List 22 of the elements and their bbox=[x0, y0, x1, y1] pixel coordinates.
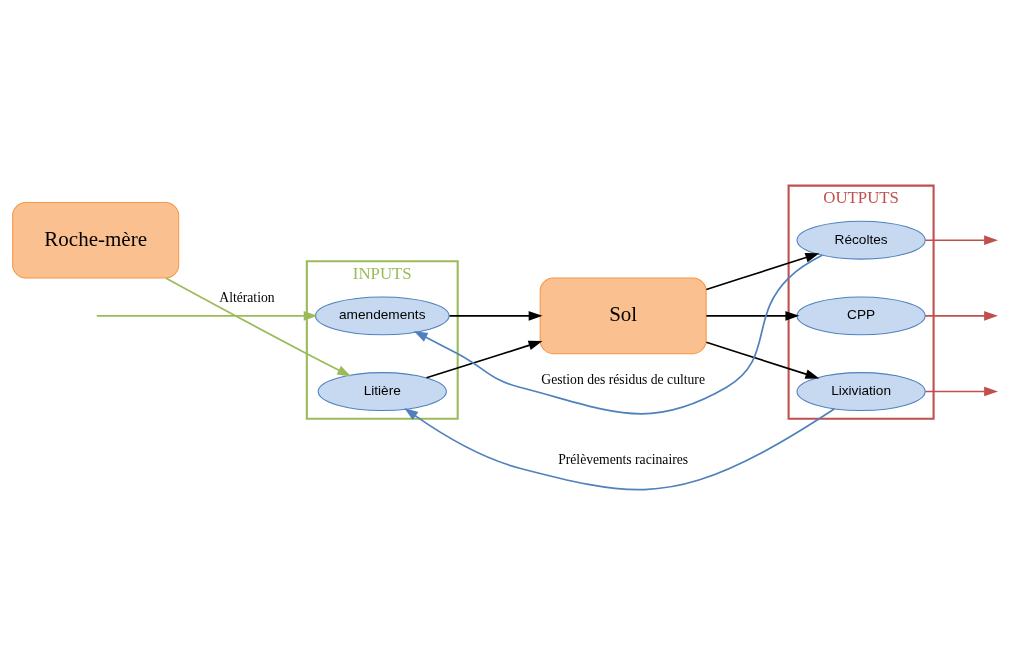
arrow bbox=[95, 311, 318, 321]
arrow bbox=[924, 386, 998, 397]
arrow bbox=[705, 252, 820, 291]
arrow bbox=[425, 340, 543, 379]
edge-label: Gestion des résidus de culture bbox=[541, 371, 705, 387]
edge-label: Altération bbox=[219, 289, 275, 305]
edge-label: Prélèvements racinaires bbox=[558, 452, 689, 468]
arrow bbox=[705, 341, 820, 379]
node-ellipse: amendements bbox=[314, 296, 450, 336]
arrow bbox=[165, 277, 352, 377]
arrow bbox=[404, 407, 836, 491]
node-box: Roche-mère bbox=[12, 201, 180, 279]
node-ellipse: Lixiviation bbox=[796, 372, 926, 411]
arrow bbox=[705, 311, 800, 321]
arrow bbox=[924, 311, 998, 321]
node-ellipse: CPP bbox=[796, 296, 926, 336]
arrow bbox=[413, 254, 823, 415]
arrow bbox=[924, 235, 998, 246]
node-box: Sol bbox=[539, 277, 707, 355]
node-ellipse: Récoltes bbox=[796, 220, 926, 260]
arrow bbox=[448, 311, 543, 321]
node-ellipse: Litière bbox=[317, 372, 447, 411]
